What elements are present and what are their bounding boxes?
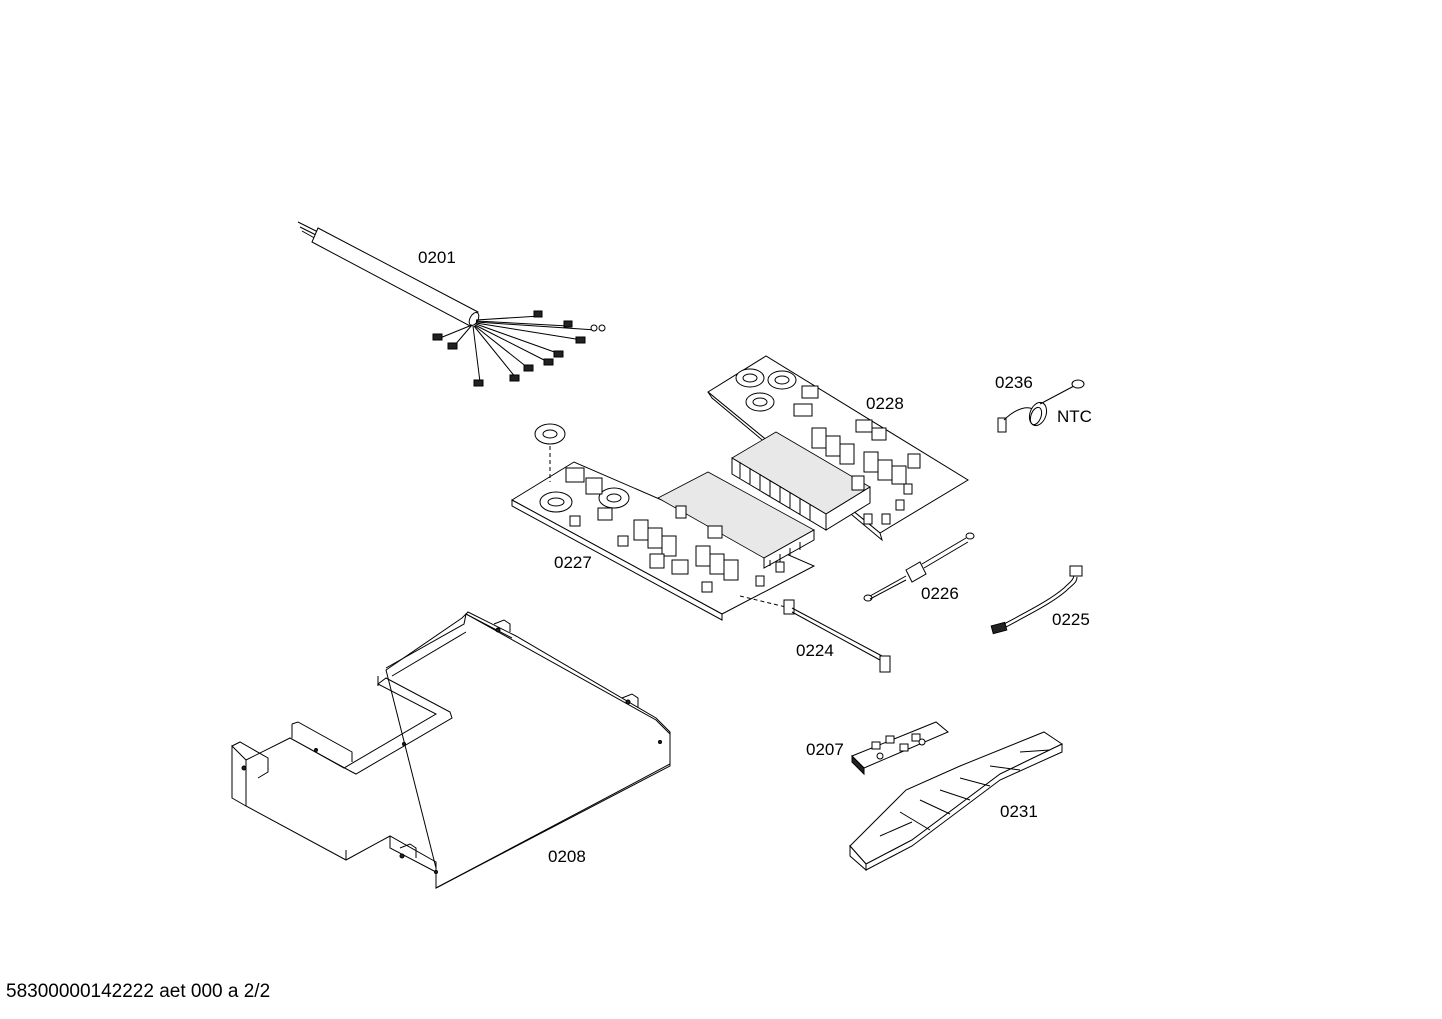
housing-tray-0208 — [231, 611, 671, 889]
label-0208: 0208 — [548, 847, 586, 866]
label-0236: 0236 — [995, 373, 1033, 392]
label-0225: 0225 — [1052, 610, 1090, 629]
flat-cable-0225 — [990, 565, 1083, 635]
label-0227: 0227 — [554, 553, 592, 572]
label-0201: 0201 — [418, 248, 456, 267]
label-0207: 0207 — [806, 740, 844, 759]
ntc-sensor-0236 — [997, 379, 1085, 433]
carrier-bracket-0231 — [849, 731, 1064, 872]
display-pcb-0207 — [851, 721, 949, 776]
pcb-0228 — [707, 355, 969, 542]
document-id: 58300000142222 aet 000 a 2/2 — [6, 981, 271, 1002]
label-0224: 0224 — [796, 641, 834, 660]
cable-harness-0201 — [297, 221, 606, 387]
connector-cable-0224 — [739, 595, 891, 673]
cable-ferrite-0226 — [863, 532, 975, 602]
pcb-0227 — [511, 423, 816, 621]
label-0228: 0228 — [866, 394, 904, 413]
label-ntc: NTC — [1057, 407, 1092, 426]
label-0226: 0226 — [921, 584, 959, 603]
label-0231: 0231 — [1000, 802, 1038, 821]
